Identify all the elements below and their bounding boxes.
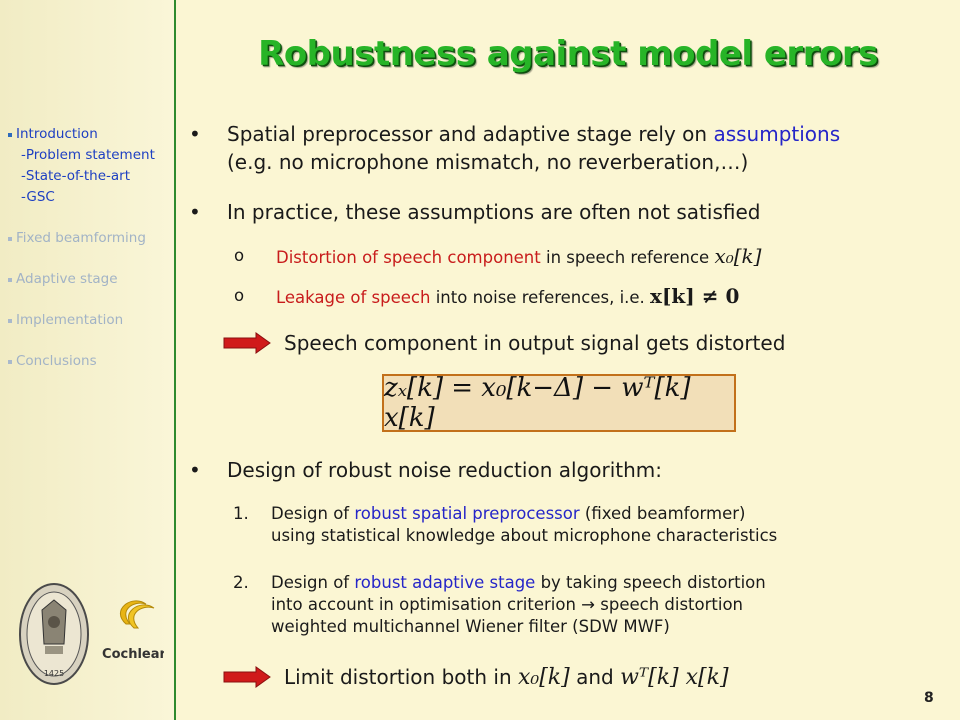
item-number: 2. (233, 573, 249, 592)
section-nav: Introduction -Problem statement -State-o… (8, 124, 155, 372)
nav-label: Fixed beamforming (16, 230, 146, 246)
item-text: Design of (271, 573, 355, 592)
conclusion-text: Limit distortion both in x₀[k] and wᵀ[k]… (284, 664, 729, 691)
nav-item-fixed-beamforming[interactable]: Fixed beamforming (8, 228, 155, 249)
bullet-icon (8, 132, 12, 137)
subbullet-leakage: o Leakage of speech into noise reference… (234, 284, 740, 309)
bullet-assumptions: • Spatial preprocessor and adaptive stag… (189, 120, 947, 176)
bullet-text: In practice, these assumptions are often… (227, 200, 761, 224)
subbullet-text: into noise references, i.e. (430, 288, 651, 307)
numbered-item-1: 1. Design of robust spatial preprocessor… (233, 503, 931, 547)
bullet-icon: • (189, 458, 201, 482)
sidebar-divider (174, 0, 176, 720)
nav-label: Introduction (16, 126, 98, 142)
output-formula: zₓ[k] = x₀[k−Δ] − wᵀ[k] x[k] (384, 373, 691, 433)
cochlear-logo-text: Cochlear (102, 647, 164, 662)
nav-label: Conclusions (16, 353, 97, 369)
item-text-line3: weighted multichannel Wiener filter (SDW… (271, 617, 670, 636)
slide-title: Robustness against model errors (258, 34, 878, 74)
math-x0k: x₀[k] (517, 665, 570, 690)
nav-subitem-problem-statement[interactable]: -Problem statement (8, 145, 155, 166)
nav-item-adaptive-stage[interactable]: Adaptive stage (8, 269, 155, 290)
bullet-icon (8, 236, 12, 241)
item-highlight: robust spatial preprocessor (354, 504, 580, 523)
subbullet-highlight: Leakage of speech (276, 288, 431, 307)
nav-label: Implementation (16, 312, 124, 328)
bullet-icon (8, 359, 12, 364)
nav-label: -Problem statement (21, 147, 155, 163)
right-arrow-icon (223, 666, 271, 688)
item-highlight: robust adaptive stage (354, 573, 536, 592)
subbullet-highlight: Distortion of speech component (276, 248, 541, 267)
item-text-post: (fixed beamformer) (579, 504, 746, 523)
subbullet-marker: o (234, 286, 245, 305)
bullet-text-line2: (e.g. no microphone mismatch, no reverbe… (227, 150, 749, 174)
bullet-highlight: assumptions (713, 122, 841, 146)
nav-label: -GSC (21, 189, 55, 205)
nav-subitem-gsc[interactable]: -GSC (8, 187, 155, 208)
math-x0k: x₀[k] (714, 244, 762, 268)
bullet-icon (8, 318, 12, 323)
conclusion-pre: Limit distortion both in (284, 665, 518, 689)
item-number: 1. (233, 504, 249, 523)
output-formula-box: zₓ[k] = x₀[k−Δ] − wᵀ[k] x[k] (382, 373, 736, 433)
logos: 1425 Cochlear (19, 583, 164, 685)
nav-item-introduction[interactable]: Introduction (8, 124, 155, 145)
math-wTk-xk: wᵀ[k] x[k] (620, 665, 729, 690)
subbullet-marker: o (234, 246, 245, 265)
subbullet-text: in speech reference (540, 248, 715, 267)
cochlear-logo-icon: Cochlear (102, 600, 164, 662)
item-text: Design of (271, 504, 355, 523)
bullet-in-practice: • In practice, these assumptions are oft… (189, 198, 761, 226)
nav-item-implementation[interactable]: Implementation (8, 310, 155, 331)
conclusion-mid: and (569, 665, 621, 689)
math-xk-neq-0: x[k] ≠ 0 (650, 284, 740, 308)
seal-year: 1425 (44, 669, 64, 678)
bullet-icon: • (189, 200, 201, 224)
university-seal-icon: 1425 (19, 583, 89, 685)
bullet-text: Spatial preprocessor and adaptive stage … (227, 122, 714, 146)
right-arrow-icon (223, 332, 271, 354)
numbered-item-2: 2. Design of robust adaptive stage by ta… (233, 572, 931, 638)
bullet-icon (8, 277, 12, 282)
nav-subitem-state-of-the-art[interactable]: -State-of-the-art (8, 166, 155, 187)
bullet-icon: • (189, 122, 201, 146)
item-text-line2: into account in optimisation criterion →… (271, 595, 744, 614)
item-text-post: by taking speech distortion (535, 573, 766, 592)
nav-item-conclusions[interactable]: Conclusions (8, 351, 155, 372)
nav-label: Adaptive stage (16, 271, 118, 287)
page-number: 8 (924, 690, 934, 706)
bullet-text: Design of robust noise reduction algorit… (227, 458, 662, 482)
nav-label: -State-of-the-art (21, 168, 131, 184)
subbullet-distortion: o Distortion of speech component in spee… (234, 244, 762, 269)
consequence-text: Speech component in output signal gets d… (284, 331, 786, 355)
item-text-line2: using statistical knowledge about microp… (271, 526, 778, 545)
bullet-design: • Design of robust noise reduction algor… (189, 456, 662, 484)
